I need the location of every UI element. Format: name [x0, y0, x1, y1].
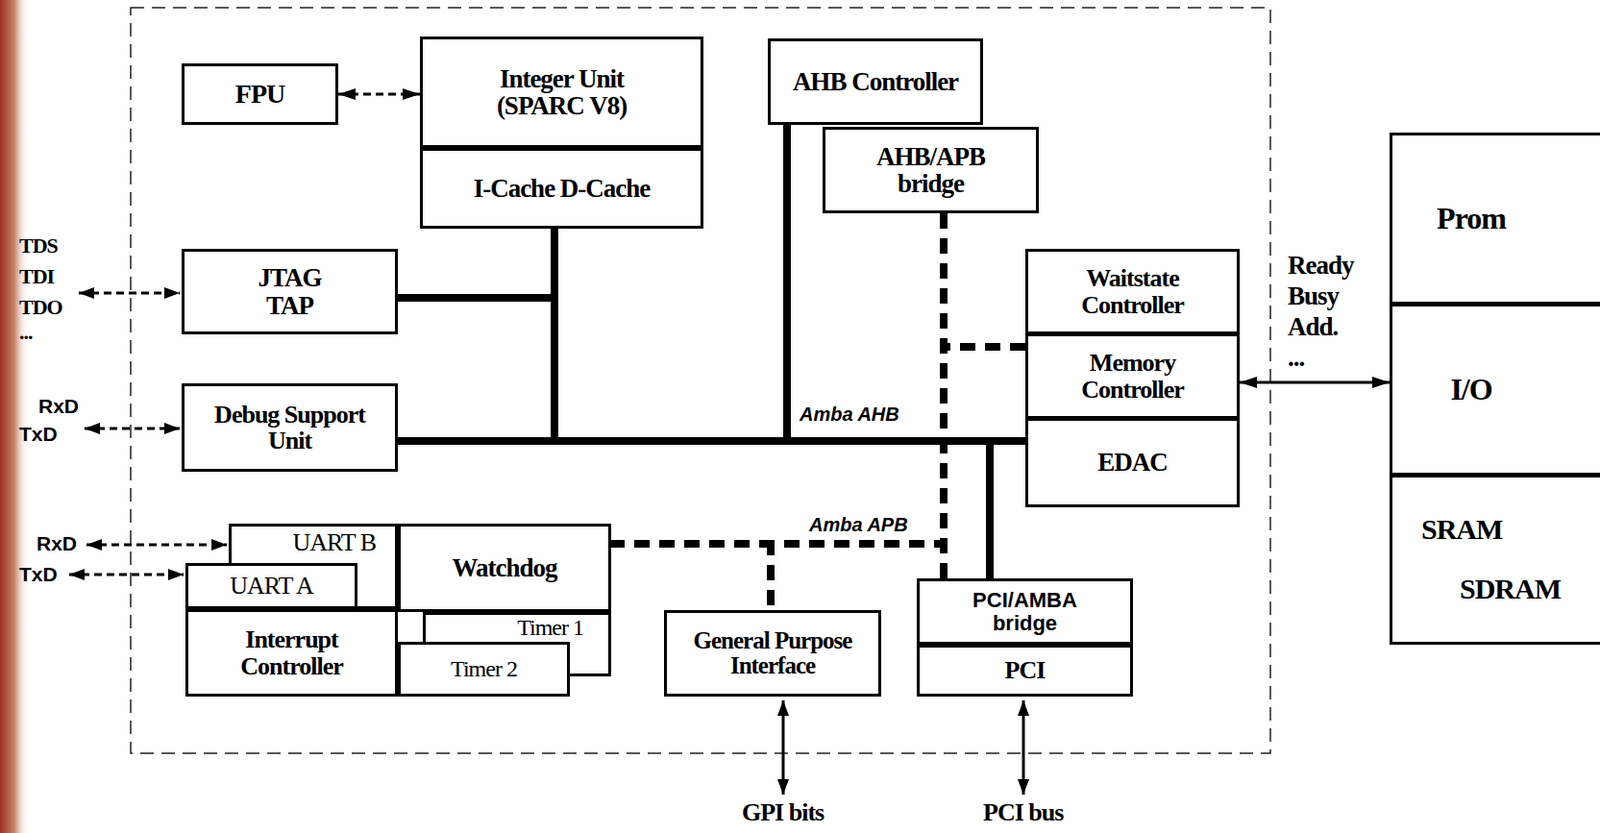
ahb-bus-line [397, 124, 788, 442]
block-label: Watchdog [451, 554, 557, 582]
signal-label: TxD [19, 563, 58, 586]
block-box: EDAC [1025, 418, 1240, 508]
block-label: Interrupt Controller [200, 626, 384, 680]
signal-label: Amba AHB [799, 403, 900, 425]
signal-label: TDI [19, 265, 54, 289]
signal-label: TDS [19, 234, 58, 258]
block-box: I/O [1389, 303, 1600, 476]
block-label: UART B [292, 529, 376, 556]
background-strip [0, 0, 29, 833]
chip-boundary [130, 7, 1271, 754]
block-box: General Purpose Interface [664, 610, 882, 697]
block-label: UART A [229, 572, 314, 599]
block-box: Watchdog [397, 523, 612, 613]
block-label: Waitstate Controller [1046, 265, 1220, 319]
block-box: PCI [916, 644, 1133, 697]
apb-bus-line [943, 213, 1026, 347]
block-box: Prom [1389, 132, 1600, 305]
block-box: UART A [185, 563, 358, 610]
signal-label: ... [1287, 344, 1305, 373]
block-label: General Purpose Interface [671, 628, 874, 680]
memory-bus-arrow [1239, 381, 1390, 385]
signal-label: Ready [1287, 251, 1354, 281]
block-box: JTAG TAP [181, 248, 398, 335]
block-label: FPU [235, 79, 285, 108]
signal-label: TDO [19, 295, 63, 320]
block-box: PCI/AMBA bridge [916, 578, 1133, 645]
signal-label: TxD [19, 422, 58, 445]
block-box: Timer 2 [397, 641, 570, 697]
block-box: Integer Unit (SPARC V8) [419, 36, 704, 148]
block-label: PCI [1005, 657, 1046, 684]
signal-label: ... [19, 320, 33, 345]
block-box: I-Cache D-Cache [419, 147, 704, 229]
block-box: FPU [181, 63, 339, 125]
signal-arrow [78, 292, 180, 296]
block-label: PCI/AMBA bridge [948, 589, 1103, 634]
block-label: SDRAM [1459, 573, 1561, 605]
signal-label: Busy [1287, 282, 1339, 312]
signal-arrow [84, 427, 180, 431]
ahb-bus-line [397, 124, 788, 442]
block-label: Prom [1436, 202, 1506, 236]
block-box: Waitstate Controller [1025, 248, 1240, 335]
signal-arrow [69, 573, 184, 577]
signal-label: Add. [1287, 313, 1338, 343]
signal-label: GPI bits [741, 799, 824, 828]
block-label: SRAM [1421, 514, 1502, 545]
block-box: Memory Controller [1025, 333, 1240, 419]
coprocessor-link [338, 93, 420, 97]
block-label: EDAC [1097, 448, 1168, 476]
signal-arrow [86, 543, 227, 547]
block-label: Timer 1 [516, 615, 584, 640]
block-label: JTAG TAP [242, 264, 339, 320]
block-box: SRAM SDRAM [1389, 474, 1600, 645]
block-label: Memory Controller [1046, 349, 1220, 403]
apb-bus-line [770, 213, 944, 611]
apb-bus-line [611, 213, 944, 544]
block-label: AHB Controller [792, 68, 959, 96]
block-box: AHB/APB bridge [822, 126, 1039, 214]
signal-arrow [1022, 700, 1026, 795]
block-label: I-Cache D-Cache [473, 174, 651, 202]
signal-label: Amba APB [809, 514, 909, 536]
signal-label: RxD [38, 394, 79, 418]
block-label: I/O [1450, 373, 1492, 407]
block-label: Debug Support Unit [194, 401, 387, 455]
signal-arrow [782, 700, 786, 795]
signal-label: RxD [36, 532, 77, 555]
block-label: AHB/APB bridge [844, 143, 1018, 198]
apb-bus-line [939, 213, 948, 579]
block-label: Timer 2 [450, 657, 517, 682]
signal-label: PCI bus [983, 799, 1063, 828]
block-box: AHB Controller [767, 38, 984, 125]
block-box: Debug Support Unit [181, 383, 398, 472]
block-box: Interrupt Controller [185, 609, 398, 697]
block-label: Integer Unit (SPARC V8) [466, 65, 659, 121]
